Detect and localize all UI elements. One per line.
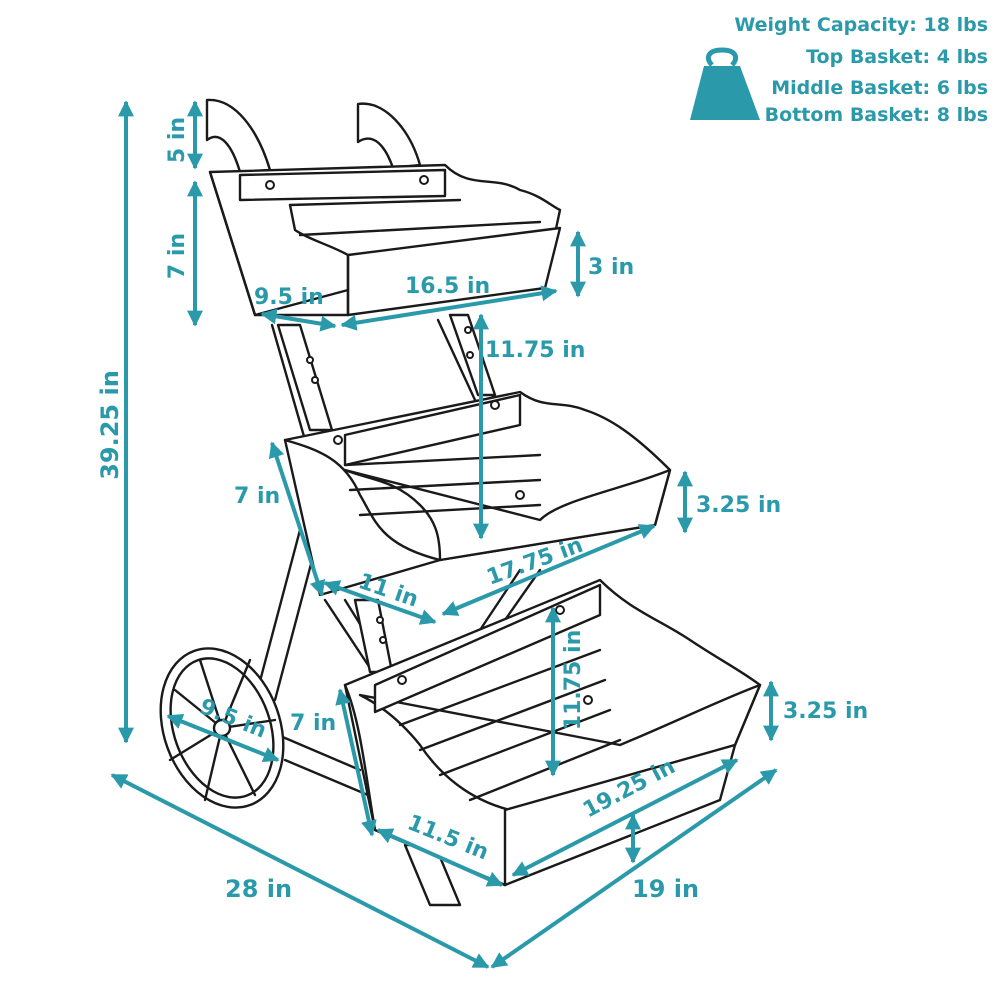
handle-height-label: 5 in: [165, 117, 190, 163]
top-depth-label: 9.5 in: [254, 285, 324, 310]
frame-crossbar: [276, 733, 370, 797]
weight-capacity-panel: Weight Capacity: 18 lbs Top Basket: 4 lb…: [690, 14, 988, 126]
top-depth-line: [260, 308, 337, 332]
right-handle: [356, 102, 422, 170]
overall-height-label: 39.25 in: [96, 370, 124, 480]
middle-height-line: [268, 441, 326, 597]
capacity-top: Top Basket: 4 lbs: [806, 46, 988, 68]
capacity-bottom: Bottom Basket: 8 lbs: [765, 104, 988, 126]
dimension-lines: [110, 100, 779, 969]
middle-height-text: 7 in: [234, 484, 280, 509]
top-width-line: [340, 285, 558, 331]
middle-to-bottom-label: 11.75 in: [561, 630, 586, 730]
top-width-label: 16.5 in: [405, 274, 490, 299]
top-basket-height-label: 7 in: [165, 233, 190, 279]
middle-width-line: [441, 524, 656, 616]
weight-icon: [690, 47, 760, 120]
overall-width-label: 19 in: [632, 875, 699, 903]
left-handle: [205, 98, 272, 174]
middle-depth-line: [323, 580, 437, 625]
planter-cart-illustration: [159, 98, 762, 907]
capacity-middle: Middle Basket: 6 lbs: [771, 77, 988, 99]
capacity-total: Weight Capacity: 18 lbs: [734, 14, 988, 36]
top-side-height-label: 3 in: [588, 255, 634, 280]
overall-width-line: [490, 768, 778, 969]
top-to-middle-label: 11.75 in: [485, 338, 585, 363]
bottom-height-label: 7 in: [290, 711, 336, 736]
wheel-diameter-line: [166, 713, 280, 763]
bottom-side-height-label: 3.25 in: [783, 699, 868, 724]
middle-side-height-label: 3.25 in: [696, 493, 781, 518]
overall-length-line: [110, 773, 490, 969]
frame-lower-plate: [353, 598, 394, 674]
overall-length-label: 28 in: [225, 875, 292, 903]
